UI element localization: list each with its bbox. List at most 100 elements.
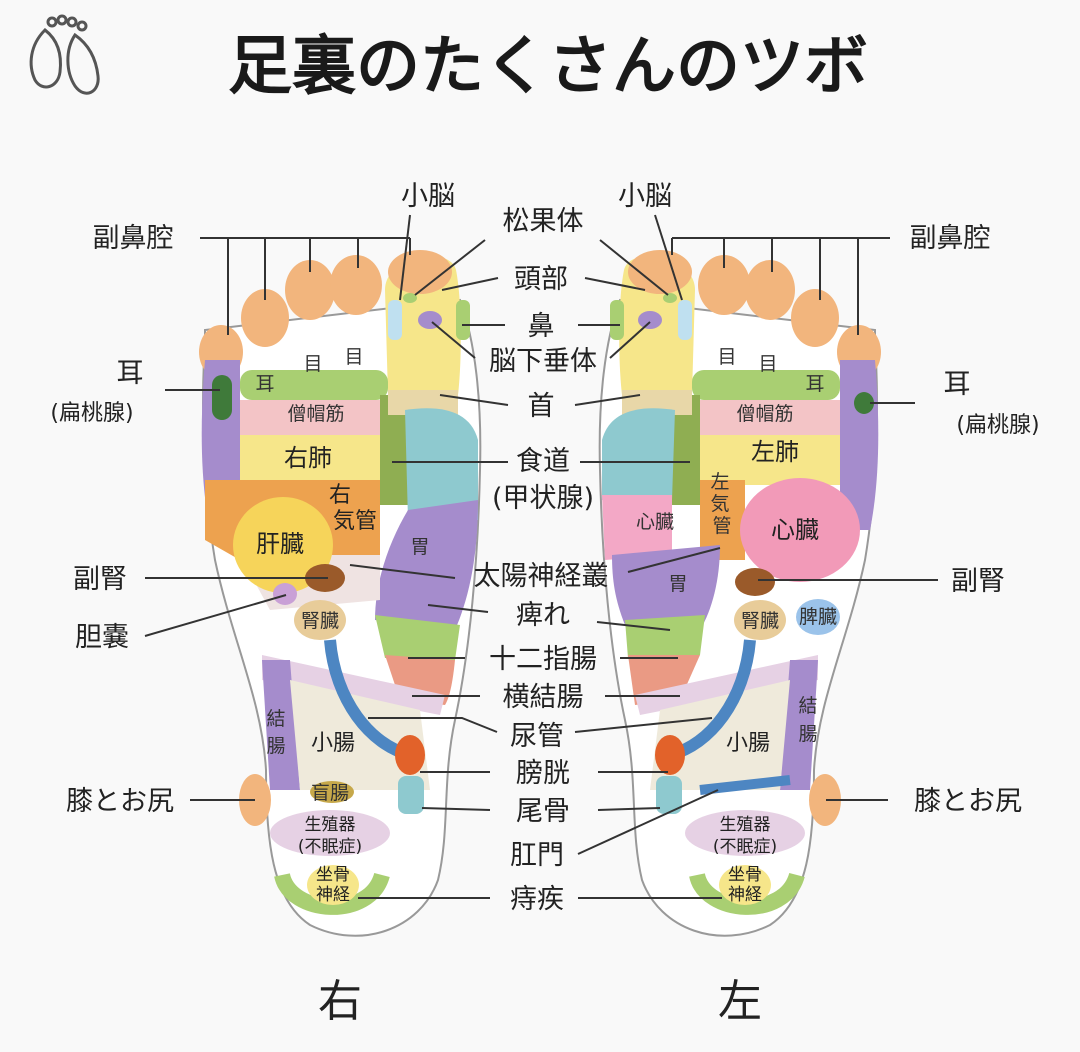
toe-shape xyxy=(285,260,335,320)
zone-eye-1-left: 目 xyxy=(717,346,736,368)
label-ureter: 尿管 xyxy=(510,721,564,752)
trapezius-zone xyxy=(700,400,840,435)
pineal-dot xyxy=(403,293,417,303)
liver-zone xyxy=(233,497,333,593)
nose-zone xyxy=(456,300,470,340)
pituitary-dot xyxy=(638,311,662,329)
zone-small-intestine-right: 小腸 xyxy=(311,731,355,756)
kidney-zone xyxy=(734,600,786,640)
pineal-dot xyxy=(663,293,677,303)
zone-liver: 肝臓 xyxy=(256,530,304,558)
heart-zone xyxy=(740,478,860,582)
label-bladder: 膀胱 xyxy=(516,758,570,789)
zone-sciatic-left-2: 神経 xyxy=(728,885,762,905)
coccyx-zone xyxy=(656,776,682,814)
leader-lines xyxy=(144,214,938,899)
zone-ear-right: 耳 xyxy=(255,373,274,395)
zone-reproductive-left: 生殖器 xyxy=(720,815,771,835)
stomach-zone xyxy=(612,545,720,630)
stomach-zone xyxy=(375,500,478,630)
zone-reproductive-right: 生殖器 xyxy=(305,815,356,835)
sciatic-arc xyxy=(274,872,390,915)
small-intestine-zone xyxy=(650,680,790,790)
zone-bronchus-left-1: 左 xyxy=(710,471,729,493)
cerebellum-zone xyxy=(388,300,402,340)
zone-small-intestine-left: 小腸 xyxy=(726,731,770,756)
sciatic-zone xyxy=(307,865,359,905)
reproductive-zone xyxy=(270,810,390,856)
zone-colon-left-1: 結 xyxy=(798,695,817,717)
adrenal-dot xyxy=(735,568,775,596)
zone-stomach-left: 胃 xyxy=(668,573,687,595)
label-transverse-colon: 横結腸 xyxy=(503,682,584,713)
transverse-colon-zone xyxy=(635,655,818,715)
label-gallbladder: 胆嚢 xyxy=(75,622,129,653)
bladder-dot xyxy=(395,735,425,775)
bladder-dot xyxy=(655,735,685,775)
label-duodenum: 十二指腸 xyxy=(489,644,597,675)
page-title: 足裏のたくさんのツボ xyxy=(228,30,868,104)
label-ear-left: 耳 xyxy=(944,369,971,400)
label-cerebellum-left: 小脳 xyxy=(618,181,672,212)
label-sinus-left: 副鼻腔 xyxy=(910,223,991,254)
toe-shape xyxy=(241,289,289,347)
zone-sciatic-left-1: 坐骨 xyxy=(728,865,762,885)
zone-bronchus-left-3: 管 xyxy=(712,515,731,537)
transverse-colon-zone xyxy=(262,655,445,715)
zone-stomach-right: 胃 xyxy=(410,536,429,558)
labels: 小脳 小脳 副鼻腔 副鼻腔 耳 (扁桃腺) 耳 (扁桃腺) 副腎 副腎 胆嚢 膝… xyxy=(50,181,1039,1027)
label-adrenal-right: 副腎 xyxy=(73,564,127,595)
zone-spleen: 脾臓 xyxy=(799,606,837,628)
zone-sciatic-right-1: 坐骨 xyxy=(316,865,350,885)
zone-kidney-left: 腎臓 xyxy=(741,610,779,632)
label-knee-right: 膝とお尻 xyxy=(66,786,174,817)
zone-colon-right-1: 結 xyxy=(266,708,285,730)
big-toe-tip xyxy=(388,250,452,294)
lung-zone xyxy=(700,435,840,485)
label-tonsil-left: (扁桃腺) xyxy=(956,413,1039,438)
zone-heart: 心臓 xyxy=(771,516,819,544)
zone-ear-left: 耳 xyxy=(805,373,824,395)
tonsil-dot xyxy=(212,375,232,420)
label-neck: 首 xyxy=(528,391,555,422)
heart-small-zone xyxy=(602,495,672,560)
numbness-zone xyxy=(375,615,460,660)
zone-colon-right-2: 腸 xyxy=(266,735,285,757)
foot-caption-left: 左 xyxy=(718,976,762,1027)
label-ear-right: 耳 xyxy=(117,358,144,389)
tonsil-dot xyxy=(854,392,874,414)
trapezius-zone xyxy=(240,400,380,435)
toe-shape xyxy=(791,289,839,347)
thyroid-zone xyxy=(405,408,478,520)
label-solar-plexus: 太陽神経叢 xyxy=(474,561,609,592)
toe-shape xyxy=(745,260,795,320)
label-sinus-right: 副鼻腔 xyxy=(93,223,174,254)
label-adrenal-left: 副腎 xyxy=(951,566,1005,597)
label-nose: 鼻 xyxy=(528,311,555,342)
colon-zone xyxy=(262,660,300,790)
zone-eye-1-right: 目 xyxy=(303,353,322,375)
label-esophagus: 食道 xyxy=(516,446,570,477)
zone-bronchus-left-2: 気 xyxy=(710,493,729,515)
label-head: 頭部 xyxy=(514,264,568,295)
zone-heart-small: 心臓 xyxy=(636,511,674,533)
zone-bronchus-right-2: 気管 xyxy=(333,509,377,534)
label-anus: 肛門 xyxy=(510,840,564,871)
label-hemorrhoids: 痔疾 xyxy=(510,884,564,915)
nose-zone xyxy=(610,300,624,340)
zone-trapezius-right: 僧帽筋 xyxy=(287,403,344,425)
label-numbness: 痺れ xyxy=(516,600,570,631)
numbness-zone xyxy=(625,615,705,658)
label-tonsil-right: (扁桃腺) xyxy=(50,401,133,426)
zone-eye-2-left: 目 xyxy=(758,353,777,375)
label-cerebellum-right: 小脳 xyxy=(401,181,455,212)
feet-logo-icon xyxy=(29,14,100,95)
anus-zone xyxy=(699,775,791,795)
reproductive-zone xyxy=(685,810,805,856)
kidney-zone xyxy=(294,600,346,640)
zone-bronchus-right-1: 右 xyxy=(329,483,351,508)
left-foot xyxy=(598,250,881,937)
toe-shape xyxy=(698,255,750,315)
